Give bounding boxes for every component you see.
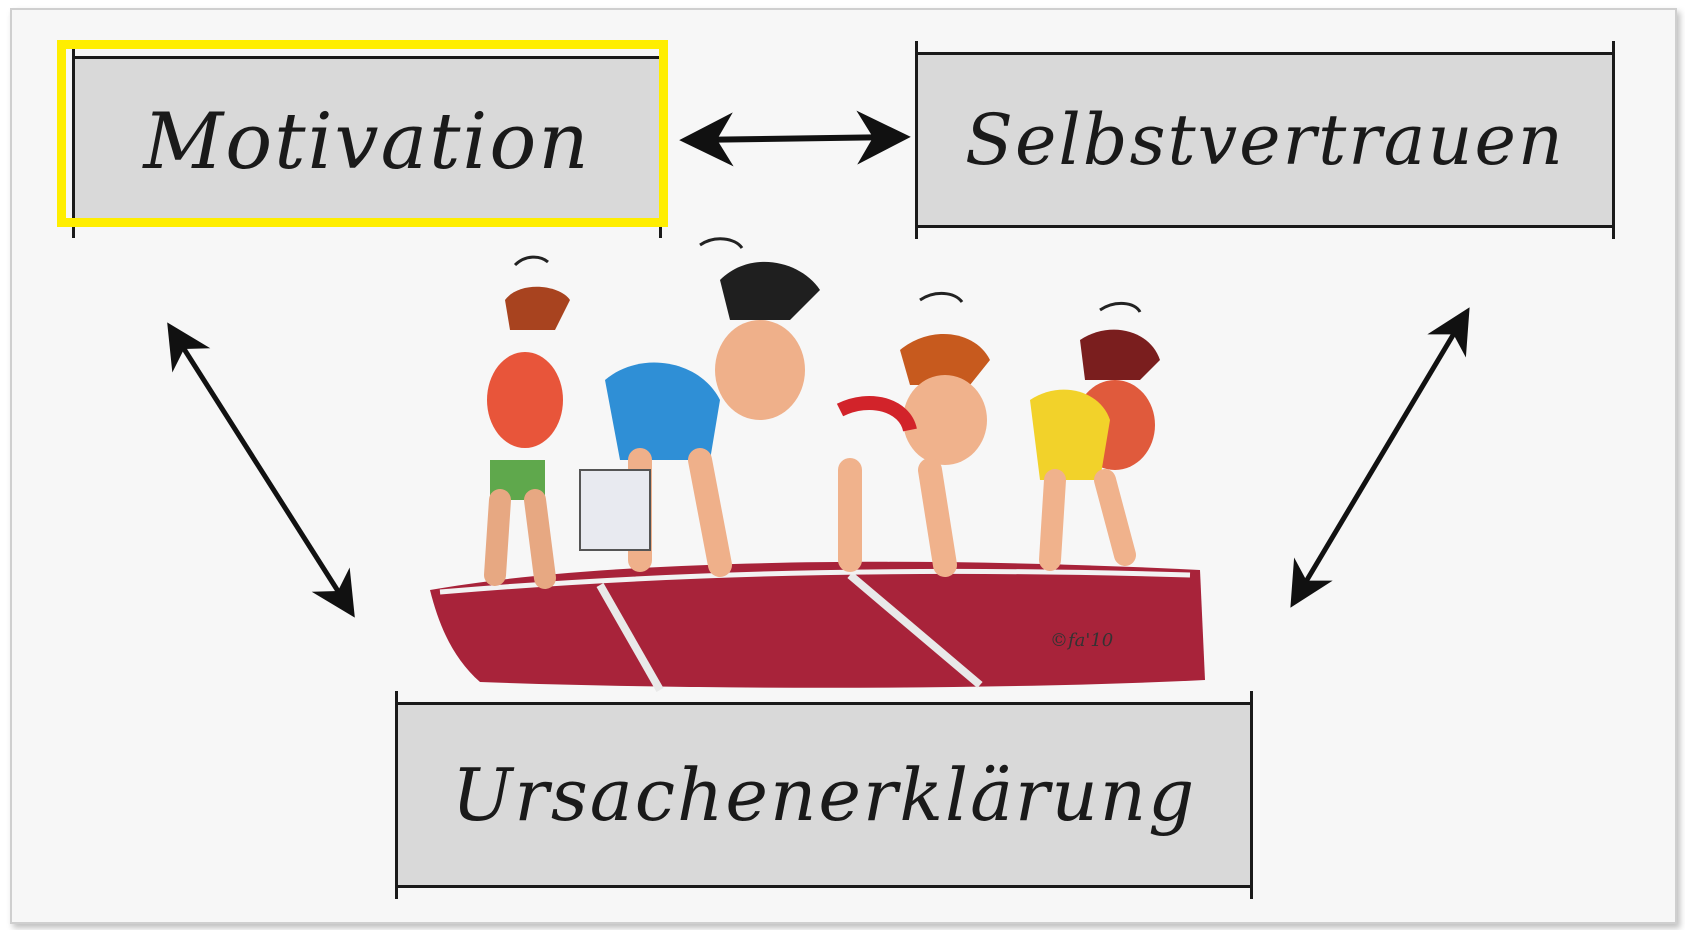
arrow-motivation-ursachenerklaerung — [167, 322, 355, 618]
runner-4 — [1030, 329, 1160, 571]
runner-1 — [484, 286, 570, 589]
runner-3 — [836, 333, 990, 577]
node-label: Selbstvertrauen — [965, 99, 1565, 181]
node-selbstvertrauen: Selbstvertrauen — [915, 41, 1615, 239]
arrow-motivation-selbstvertrauen — [679, 110, 911, 167]
node-label: Motivation — [143, 96, 591, 187]
node-ursachenerklaerung: Ursachenerklärung — [395, 691, 1253, 899]
motion-lines — [513, 237, 1142, 313]
node-label: Ursachenerklärung — [451, 753, 1197, 837]
running-track — [430, 561, 1205, 688]
sprinters-illustration — [430, 237, 1205, 692]
track-line-1 — [596, 583, 664, 692]
track-line-2 — [847, 571, 983, 689]
illustration-signature: ©fa'10 — [1050, 630, 1114, 651]
node-motivation: Motivation — [72, 45, 662, 238]
runner-2 — [579, 261, 820, 577]
arrow-selbstvertrauen-ursachenerklaerung — [1290, 307, 1470, 608]
